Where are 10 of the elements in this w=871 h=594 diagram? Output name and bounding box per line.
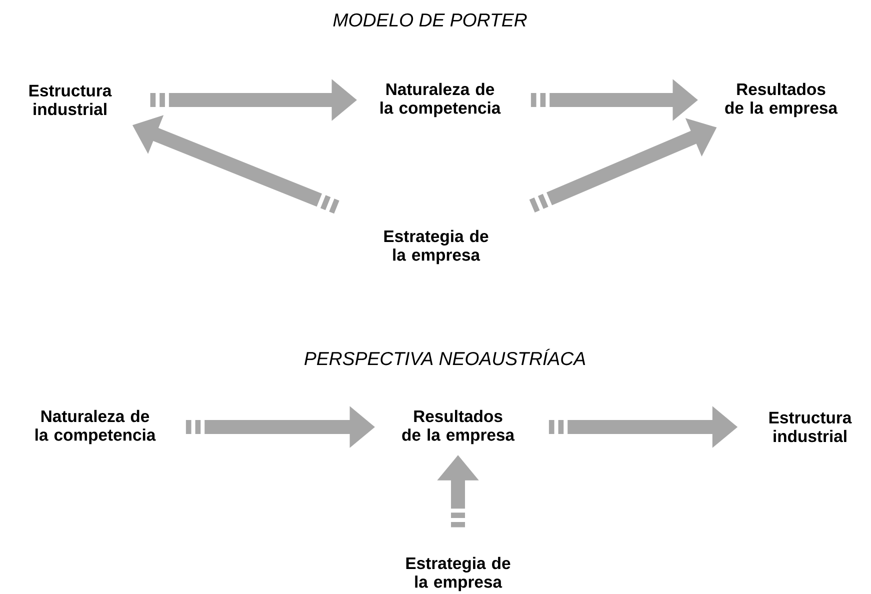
node-label: Naturaleza de la competencia: [380, 82, 501, 118]
heading: PERSPECTIVA NEOAUSTRÍACA: [304, 348, 586, 366]
node-label: Estructura industrial: [769, 412, 852, 442]
heading: MODELO DE PORTER: [333, 13, 527, 27]
node-label: Estrategia de la empresa: [406, 556, 510, 592]
node-label: Resultados de la empresa: [402, 410, 515, 444]
node-label: Estructura industrial: [29, 84, 112, 116]
node-label: Naturaleza de la competencia: [36, 410, 156, 444]
node-label: Estrategia de la empresa: [384, 230, 488, 264]
node-label: Resultados de la empresa: [725, 82, 838, 118]
